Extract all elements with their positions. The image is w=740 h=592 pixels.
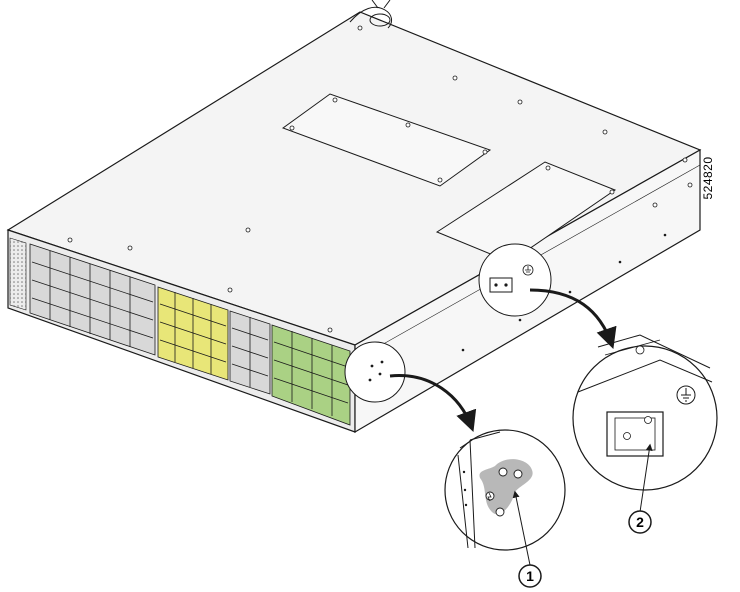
top-panel-front <box>435 161 617 263</box>
top-screws <box>67 25 693 333</box>
esd-symbol-icon <box>487 492 492 502</box>
zoom-source-ground <box>478 243 552 317</box>
figure-id-label: 524820 <box>701 156 715 200</box>
port-group-left <box>29 243 156 356</box>
port-group-highlight-green <box>271 324 351 426</box>
callout-2-number: 2 <box>636 514 644 530</box>
ground-symbol-icon <box>676 385 696 405</box>
cable-clamp <box>349 0 393 29</box>
zoom-source-esd <box>344 341 406 403</box>
callout-1: 1 <box>518 564 542 588</box>
ground-symbol-icon <box>522 264 534 276</box>
port-group-middle <box>229 310 271 395</box>
zoom-view-ground-lug <box>572 334 718 491</box>
side-rivets <box>461 233 667 352</box>
top-panel-rear <box>281 93 492 187</box>
front-vent-left <box>9 237 27 311</box>
leader-line-2 <box>639 443 653 513</box>
leader-line-1 <box>512 490 531 566</box>
port-group-highlight-yellow <box>157 286 229 381</box>
callout-arrow-icon <box>389 374 477 432</box>
callout-2: 2 <box>628 510 652 534</box>
zoom-view-esd <box>444 429 566 551</box>
ground-lug-small <box>489 277 513 293</box>
callout-arrow-icon <box>529 288 617 349</box>
callout-1-number: 1 <box>526 568 534 584</box>
